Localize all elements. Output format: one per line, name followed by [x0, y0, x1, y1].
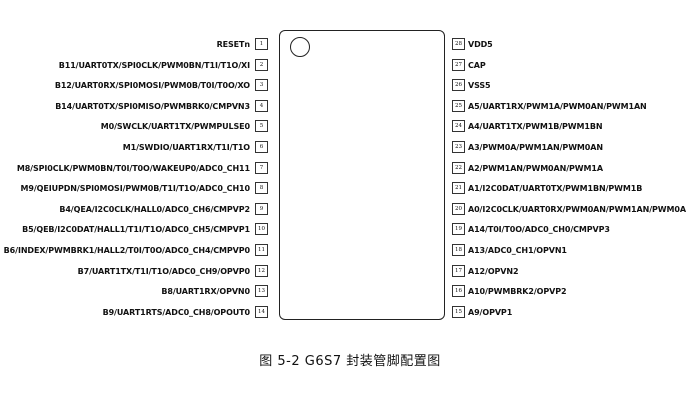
pin-number-box: 25 [452, 99, 465, 112]
pin-number-box: 10 [255, 223, 268, 236]
pin-row-left: B8/UART1RX/OPVN0 13 [0, 284, 268, 299]
pin-number-box: 12 [255, 264, 268, 277]
pin-row-left: M1/SWDIO/UART1RX/T1I/T1O 6 [0, 140, 268, 155]
pin-number-box: 13 [255, 285, 268, 298]
ic-package-body [279, 30, 445, 320]
pin-number-box: 18 [452, 244, 465, 256]
pin-number-box: 2 [255, 58, 268, 71]
pin-number-box: 24 [452, 120, 465, 133]
pin-label: M1/SWDIO/UART1RX/T1I/T1O [122, 143, 250, 152]
pin-number-box: 19 [452, 223, 465, 236]
pin-number-box: 8 [255, 182, 268, 195]
pin-number-box: 22 [452, 161, 465, 174]
pin-label: VDD5 [468, 40, 493, 49]
pin-label: A10/PWMBRK2/OPVP2 [468, 287, 567, 297]
pin-label: A13/ADC0_CH1/OPVN1 [468, 246, 567, 255]
pin-row-left: B6/INDEX/PWMBRK1/HALL2/T0I/T0O/ADC0_CH4/… [0, 243, 268, 258]
pin1-marker-circle [290, 37, 310, 57]
pin-number-box: 16 [452, 285, 465, 298]
pin-label: B12/UART0RX/SPI0MOSI/PWM0B/T0I/T0O/XO [54, 81, 250, 91]
pin-label: A9/OPVP1 [468, 307, 513, 317]
pin-label: A1/I2C0DAT/UART0TX/PWM1BN/PWM1B [468, 184, 643, 194]
pin-number-box: 15 [452, 305, 465, 318]
pin-number-box: 23 [452, 141, 465, 153]
pin-row-left: M8/SPI0CLK/PWM0BN/T0I/T0O/WAKEUP0/ADC0_C… [0, 161, 268, 176]
pin-number-box: 17 [452, 264, 465, 277]
pin-label: M8/SPI0CLK/PWM0BN/T0I/T0O/WAKEUP0/ADC0_C… [16, 163, 250, 173]
pin-number-box: 27 [452, 58, 465, 71]
pin-label: B9/UART1RTS/ADC0_CH8/OPOUT0 [102, 307, 251, 317]
pin-label: B6/INDEX/PWMBRK1/HALL2/T0I/T0O/ADC0_CH4/… [3, 246, 250, 255]
pin-label: M0/SWCLK/UART1TX/PWMPULSE0 [100, 122, 250, 132]
pin-row-left: B7/UART1TX/T1I/T1O/ADC0_CH9/OPVP0 12 [0, 264, 268, 279]
pin-number-box: 4 [255, 99, 268, 112]
pin-row-left: B11/UART0TX/SPI0CLK/PWM0BN/T1I/T1O/XI 2 [0, 58, 268, 73]
pin-number-box: 5 [255, 120, 268, 133]
pin-label: B7/UART1TX/T1I/T1O/ADC0_CH9/OPVP0 [77, 266, 250, 276]
pin-number-box: 7 [255, 161, 268, 174]
pin-row-left: B12/UART0RX/SPI0MOSI/PWM0B/T0I/T0O/XO 3 [0, 78, 268, 93]
pin-label: A5/UART1RX/PWM1A/PWM0AN/PWM1AN [468, 101, 647, 111]
pin-label: B11/UART0TX/SPI0CLK/PWM0BN/T1I/T1O/XI [58, 60, 250, 70]
pin-number-box: 3 [255, 79, 268, 92]
pin-row-left: B4/QEA/I2C0CLK/HALL0/ADC0_CH6/CMPVP2 9 [0, 202, 268, 217]
pin-number-box: 21 [452, 182, 465, 195]
pin-row-left: B9/UART1RTS/ADC0_CH8/OPOUT0 14 [0, 305, 268, 320]
pin-number-box: 20 [452, 202, 465, 215]
pin-label: M9/QEIUPDN/SPI0MOSI/PWM0B/T1I/T1O/ADC0_C… [20, 184, 251, 194]
pin-number-box: 1 [255, 38, 268, 50]
pin-label: B8/UART1RX/OPVN0 [161, 287, 250, 297]
pin-number-box: 26 [452, 79, 465, 92]
pin-label: A12/OPVN2 [468, 266, 519, 276]
pin-label: A0/I2C0CLK/UART0RX/PWM0AN/PWM1AN/PWM0A [468, 204, 686, 214]
pin-number-box: 9 [255, 202, 268, 215]
pin-row-left: B14/UART0TX/SPI0MISO/PWMBRK0/CMPVN3 4 [0, 99, 268, 114]
pin-label: CAP [468, 60, 486, 70]
pin-number-box: 11 [255, 244, 268, 256]
pin-number-box: 6 [255, 141, 268, 153]
pin-label: A3/PWM0A/PWM1AN/PWM0AN [468, 143, 603, 152]
pin-label: B4/QEA/I2C0CLK/HALL0/ADC0_CH6/CMPVP2 [59, 204, 250, 214]
pin-row-left: M9/QEIUPDN/SPI0MOSI/PWM0B/T1I/T1O/ADC0_C… [0, 181, 268, 196]
pin-row-left: M0/SWCLK/UART1TX/PWMPULSE0 5 [0, 119, 268, 134]
pin-label: RESETn [216, 40, 251, 49]
pin-row-left: RESETn 1 [0, 37, 268, 52]
pin-label: B5/QEB/I2C0DAT/HALL1/T1I/T1O/ADC0_CH5/CM… [22, 225, 250, 235]
pin-label: A4/UART1TX/PWM1B/PWM1BN [468, 122, 603, 132]
pin-row-left: B5/QEB/I2C0DAT/HALL1/T1I/T1O/ADC0_CH5/CM… [0, 222, 268, 237]
figure-caption: 图 5-2 G6S7 封装管脚配置图 [259, 354, 441, 369]
pin-number-box: 28 [452, 38, 465, 50]
pin-label: VSS5 [468, 81, 491, 91]
pin-label: B14/UART0TX/SPI0MISO/PWMBRK0/CMPVN3 [55, 101, 250, 111]
pin-number-box: 14 [255, 305, 268, 318]
pin-label: A2/PWM1AN/PWM0AN/PWM1A [468, 163, 603, 173]
pin-label: A14/T0I/T0O/ADC0_CH0/CMPVP3 [468, 225, 610, 235]
